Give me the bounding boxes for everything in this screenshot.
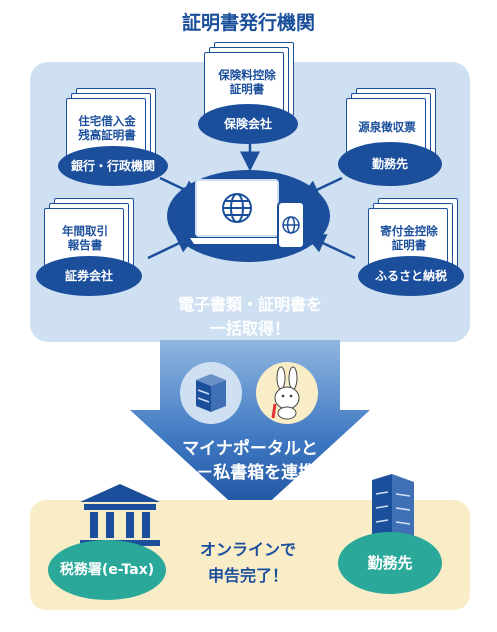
rabbit-mascot-icon [271,366,300,420]
tax-office-label: 税務署(e-Tax) [48,540,166,600]
laptop-phone-icon [190,179,305,249]
link-text-line2: e－私書箱を連携 [184,463,316,483]
org-insurance-company: 保険会社 [198,104,298,144]
org-bank-government: 銀行・行政機関 [58,146,168,186]
doc-label-housing-loan: 住宅借入金 残高証明書 [78,114,136,142]
org-employer-top: 勤務先 [338,142,442,186]
link-text-line1: マイナポータルと [182,439,318,459]
doc-label-insurance: 保険料控除 証明書 [218,68,276,96]
org-furusato: ふるさと納税 [358,256,464,296]
employer-label: 勤務先 [338,532,442,594]
doc-label-withholding: 源泉徴収票 [358,120,416,134]
arrow-text-line1: 電子書類・証明書を [177,295,322,314]
filing-cabinet-icon [196,374,226,412]
org-securities: 証券会社 [36,256,142,296]
online-text-line1: オンラインで [199,540,296,559]
arrow-text-line2: 一括取得！ [209,319,290,338]
page-title: 証明書発行機関 [181,12,315,34]
tax-office-building-icon [80,484,160,546]
doc-label-donation: 寄付金控除 証明書 [380,224,438,252]
housing-loan-doc-stack: 住宅借入金 残高証明書 [66,88,158,178]
doc-label-annual-trade: 年間取引 報告書 [62,224,108,252]
online-text-line2: 申告完了！ [207,566,288,585]
